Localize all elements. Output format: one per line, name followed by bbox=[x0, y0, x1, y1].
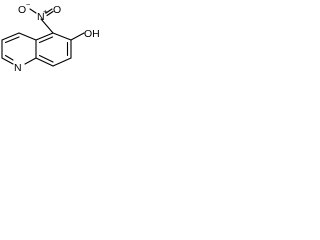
bond-c6-oh bbox=[70, 32, 85, 41]
hydroxyl-label: OH bbox=[84, 28, 100, 40]
bond-o-n bbox=[29, 8, 37, 14]
bond-n-o-double-a bbox=[45, 8, 53, 14]
quinoline-structure-diagram: O − N + O OH N bbox=[1, 0, 100, 74]
bond-c5-n bbox=[40, 18, 54, 34]
bond-c7-c8 bbox=[52, 57, 72, 67]
bond-c8-c8a bbox=[35, 57, 54, 67]
bond-c4a-c5-inner bbox=[38, 36, 54, 44]
bond-n-o-double-b bbox=[46, 10, 54, 17]
bond-c2-n1 bbox=[1, 57, 14, 65]
ring-nitrogen-label: N bbox=[14, 62, 22, 74]
bond-c2-n1-inner bbox=[4, 54, 14, 61]
bond-n1-c8a bbox=[24, 57, 37, 65]
nitro-nitrogen-label: N bbox=[37, 11, 45, 23]
nitro-oxygen-label: O bbox=[53, 4, 61, 16]
bond-c4a-c4 bbox=[18, 32, 37, 41]
bond-c4a-c5 bbox=[35, 32, 54, 41]
bond-c4-c3 bbox=[1, 32, 20, 41]
minus-charge-label: − bbox=[26, 0, 31, 9]
nitro-oxygen-minus-label: O bbox=[18, 4, 26, 16]
bond-c4-c3-inner bbox=[4, 36, 20, 44]
bond-c8-c8a-inner bbox=[38, 54, 54, 63]
bond-c5-c6 bbox=[52, 32, 72, 41]
plus-charge-label: + bbox=[43, 7, 48, 16]
